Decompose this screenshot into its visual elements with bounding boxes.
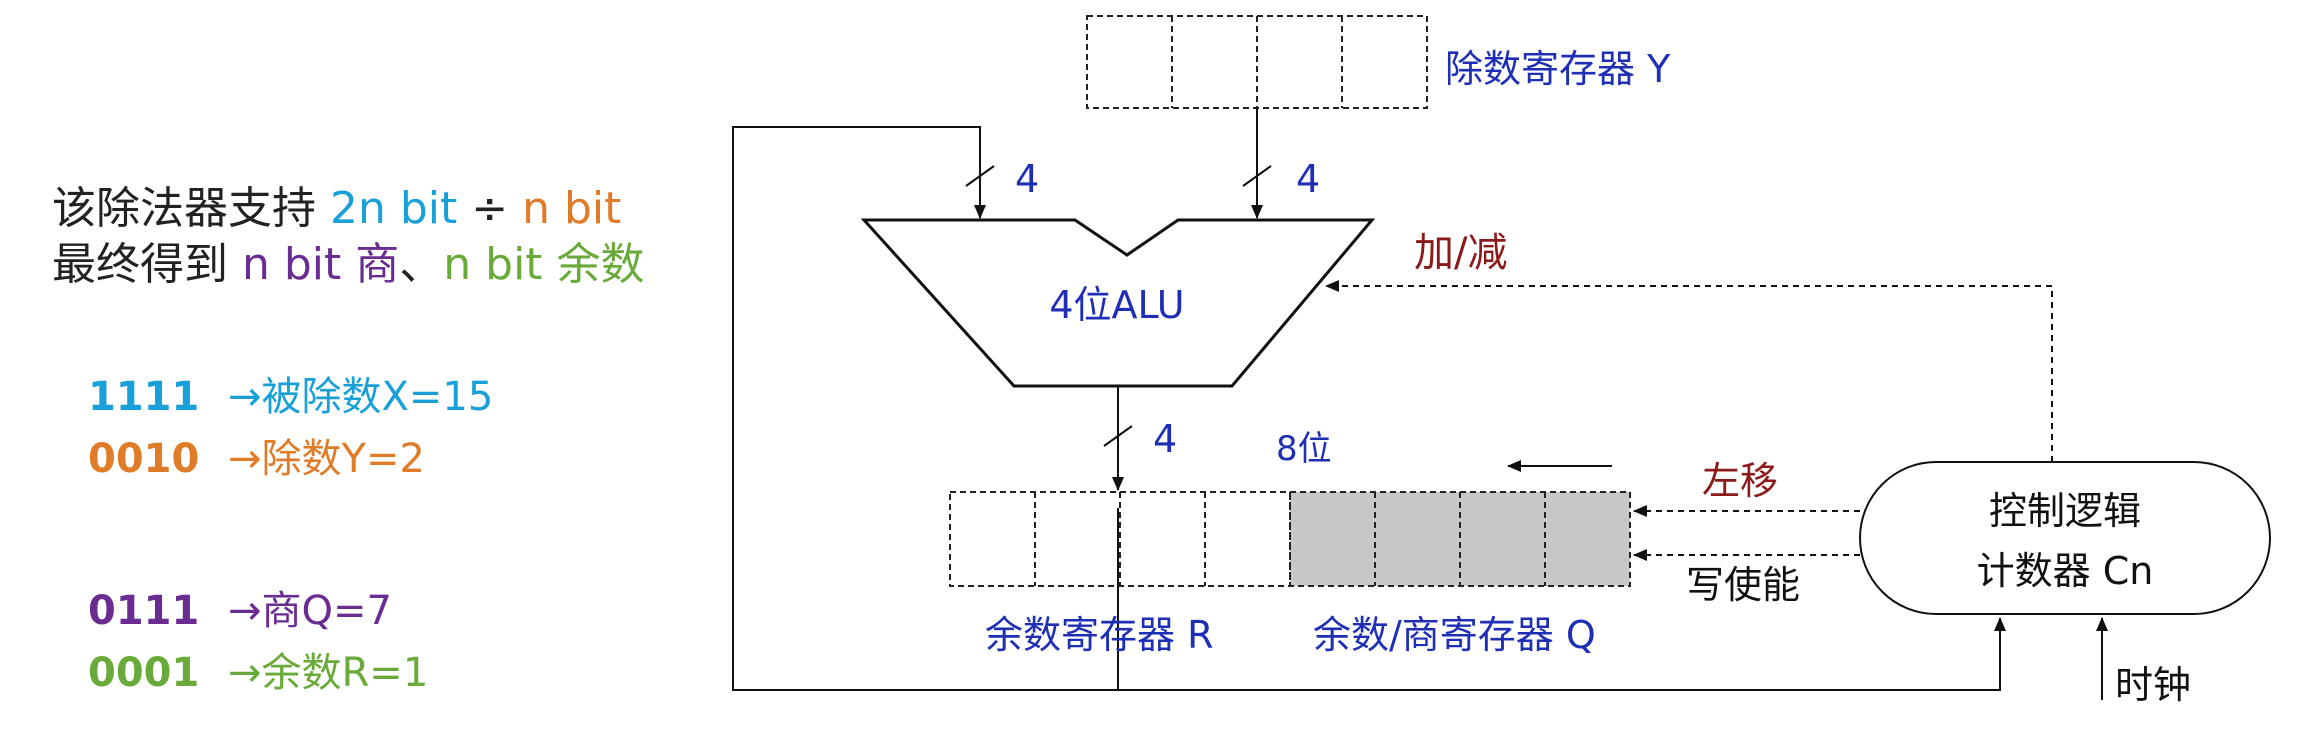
example-remainder: 0001 →余数R=1 [88,640,428,698]
control-logic-block [1859,461,2271,615]
intro-2n-bit: 2n bit [330,183,458,234]
intro-n-bit: n bit [522,183,622,234]
divisor-register-label: 除数寄存器 Y [1445,47,1671,91]
register-width-label: 8位 [1276,429,1332,469]
remainder-register-cells [949,491,1291,587]
example-desc: →除数Y=2 [228,436,425,482]
quotient-register-label: 余数/商寄存器 Q [1313,613,1596,657]
intro-quotient: n bit 商 [242,239,400,290]
quotient-register-cells [1289,491,1631,587]
intro-prefix: 该除法器支持 [52,183,330,234]
bus-width-left: 4 [1015,157,1039,201]
bus-slash-icon [1242,165,1272,187]
intro-result-prefix: 最终得到 [52,239,242,290]
counter-label: 计数器 Cn [1977,549,2154,593]
example-desc: →被除数X=15 [228,374,494,420]
bus-slash-icon [965,165,995,187]
remainder-feedback-path [732,126,1119,691]
alu-block [860,218,1376,388]
example-bits: 0010 [88,436,200,482]
intro-separator: 、 [399,239,444,290]
intro-divide-sign: ÷ [457,183,523,234]
remainder-register-label: 余数寄存器 R [985,613,1213,657]
example-dividend: 1111 →被除数X=15 [88,364,493,422]
intro-line-1: 该除法器支持 2n bit ÷ n bit [52,172,621,236]
alu-label: 4位ALU [1049,283,1184,327]
example-bits: 0001 [88,650,200,696]
example-divisor: 0010 →除数Y=2 [88,426,425,484]
counter-feedback-arrow [1118,617,2006,691]
add-sub-label: 加/减 [1414,230,1507,276]
divisor-register [1086,15,1428,109]
bus-width-right: 4 [1296,157,1320,201]
example-quotient: 0111 →商Q=7 [88,578,392,636]
add-sub-control-line [1325,280,2053,462]
example-desc: →余数R=1 [228,650,429,696]
shift-left-label: 左移 [1702,459,1778,503]
example-bits: 1111 [88,374,200,420]
example-desc: →商Q=7 [228,588,392,634]
write-enable-label: 写使能 [1686,563,1800,607]
bus-width-bottom: 4 [1153,417,1177,461]
intro-remainder: n bit 余数 [443,239,645,290]
control-logic-label: 控制逻辑 [1989,489,2141,533]
bus-slash-icon [1103,425,1133,447]
clock-label: 时钟 [2115,663,2191,707]
example-bits: 0111 [88,588,200,634]
intro-line-2: 最终得到 n bit 商、n bit 余数 [52,228,645,292]
